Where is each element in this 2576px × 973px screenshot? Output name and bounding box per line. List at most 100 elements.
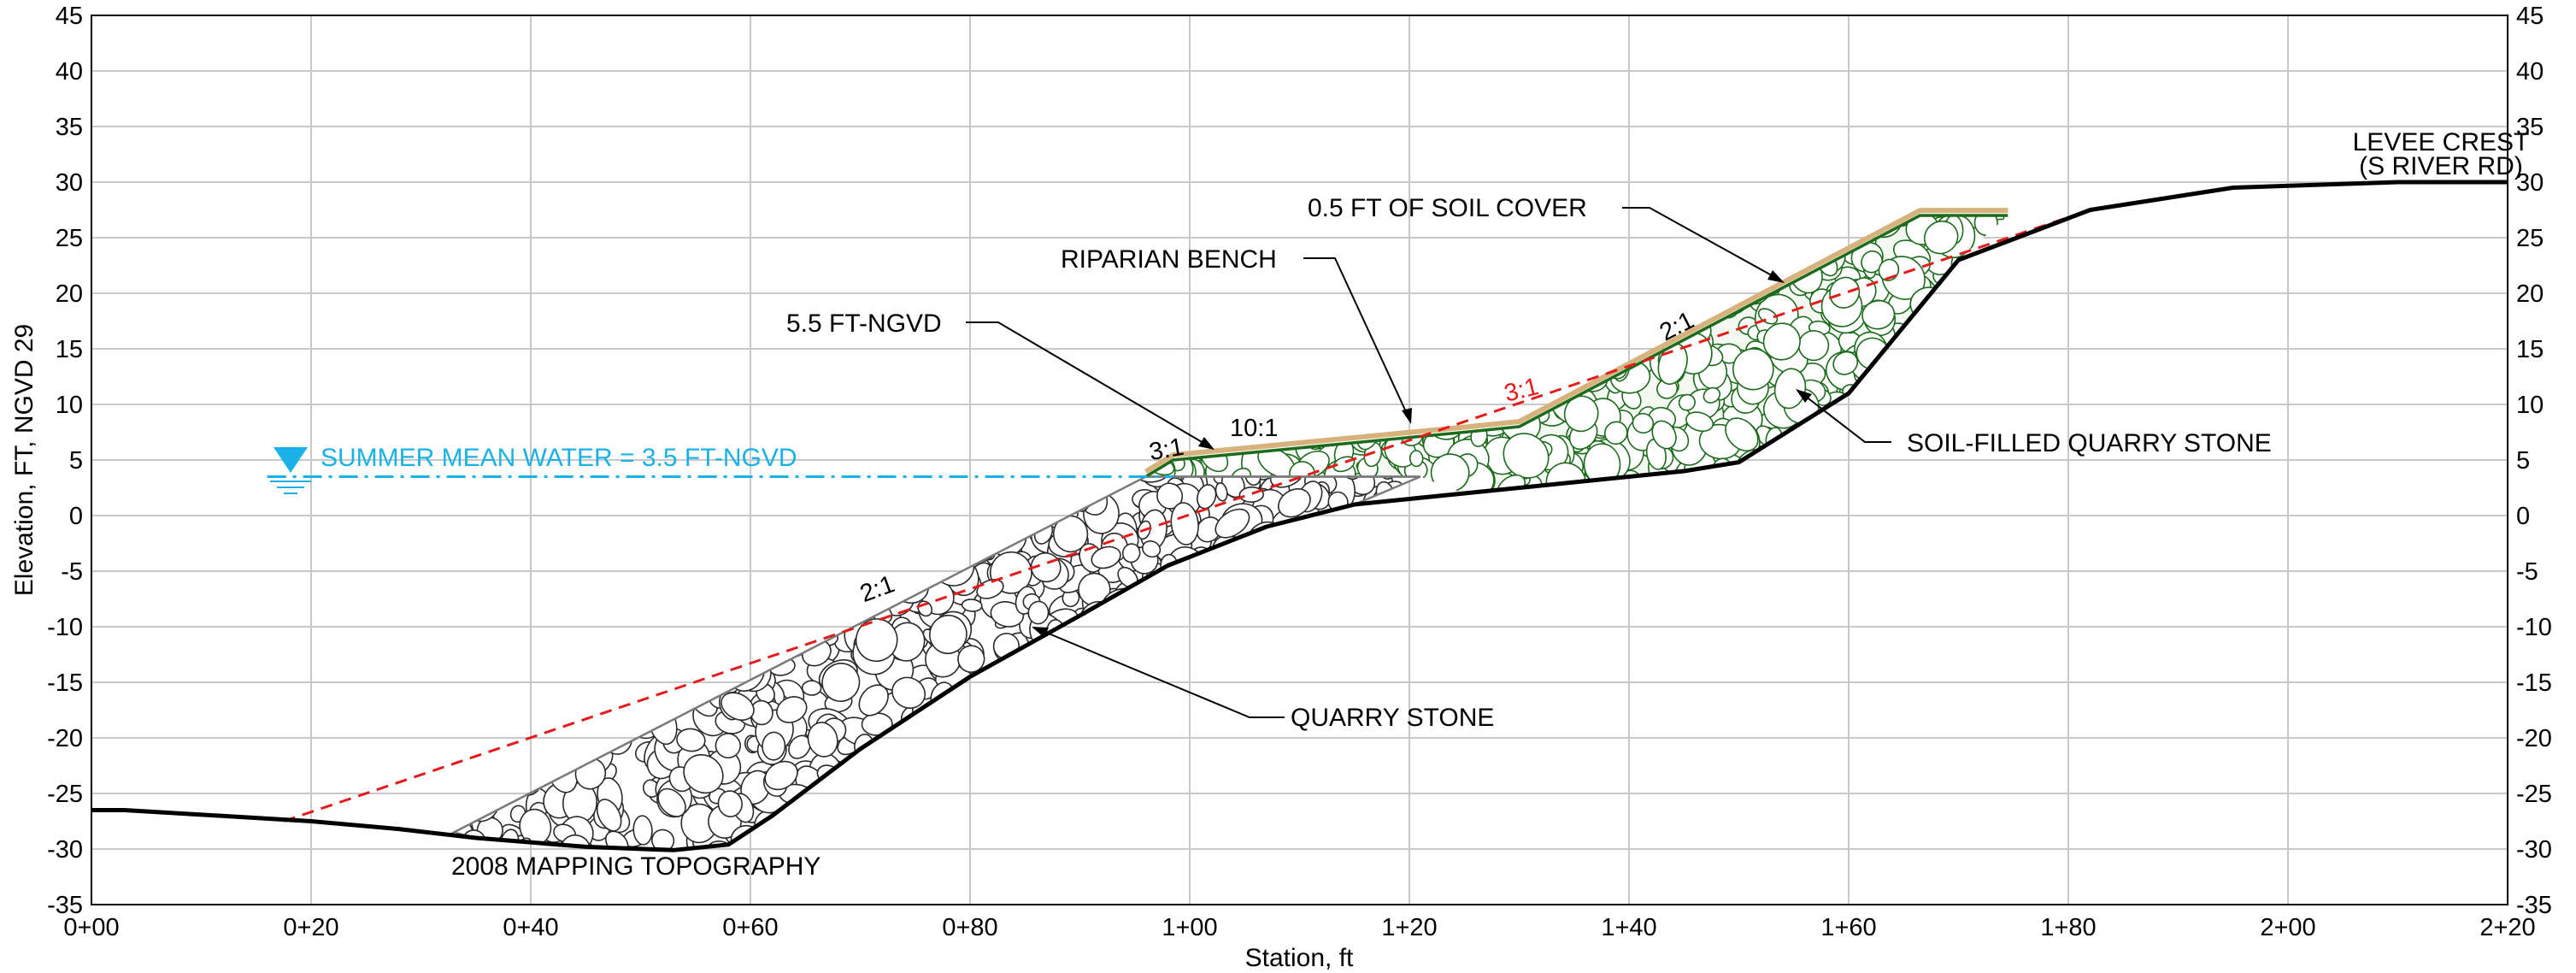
stone-icon <box>1148 763 1188 805</box>
stone-icon <box>1132 476 1173 483</box>
stone-icon <box>1531 313 1549 330</box>
stone-icon <box>718 639 755 663</box>
stone-icon <box>823 779 859 823</box>
stone-icon <box>1240 799 1281 838</box>
stone-icon <box>1355 742 1390 775</box>
stone-icon <box>901 812 933 839</box>
stone-icon <box>584 686 604 711</box>
stone-icon <box>1196 767 1214 788</box>
stone-icon <box>716 606 736 626</box>
stone-icon <box>1993 291 2008 333</box>
stone-icon <box>1148 817 1184 851</box>
stone-icon <box>914 813 935 831</box>
stone-icon <box>611 703 633 728</box>
y-tick-label-left: -25 <box>47 781 83 808</box>
stone-icon <box>1402 228 1420 253</box>
stone-icon <box>768 533 805 570</box>
stone-icon <box>1973 306 1987 323</box>
stone-icon <box>1223 842 1241 851</box>
stone-icon <box>1226 343 1244 370</box>
stone-icon <box>564 683 594 714</box>
x-tick-label: 0+00 <box>63 914 119 941</box>
stone-icon <box>1045 756 1076 785</box>
y-tick-label-right: 5 <box>2516 447 2530 475</box>
stone-icon <box>1429 244 1468 280</box>
stone-icon <box>1206 391 1231 421</box>
stone-icon <box>674 650 697 673</box>
stone-icon <box>1154 358 1176 379</box>
stone-icon <box>1231 215 1262 222</box>
stone-icon <box>972 497 1005 531</box>
stone-icon <box>1257 581 1291 613</box>
stone-icon <box>1227 840 1256 851</box>
stone-icon <box>839 816 862 840</box>
stone-icon <box>1369 579 1391 602</box>
stone-icon <box>454 539 464 572</box>
stone-icon <box>625 546 644 561</box>
stone-icon <box>1152 392 1193 429</box>
stone-icon <box>1173 363 1205 394</box>
stone-icon <box>1379 352 1415 393</box>
stone-icon <box>759 517 782 540</box>
stone-icon <box>1250 564 1278 593</box>
stone-icon <box>707 628 738 658</box>
stone-icon <box>1167 215 1197 238</box>
stone-icon <box>1404 741 1420 760</box>
stone-icon <box>1245 732 1276 764</box>
leader-lines <box>966 207 1891 718</box>
stone-icon <box>1178 652 1220 693</box>
stone-icon <box>1424 359 1449 383</box>
stone-icon <box>1214 508 1250 539</box>
stone-icon <box>1172 776 1189 789</box>
stone-icon <box>1368 765 1408 802</box>
stone-icon <box>1515 333 1529 354</box>
stone-icon <box>1503 433 1550 479</box>
stone-icon <box>1079 811 1122 851</box>
stone-icon <box>1170 710 1205 743</box>
stone-icon <box>520 516 552 550</box>
stone-icon <box>1211 800 1251 843</box>
stone-icon <box>1603 321 1620 340</box>
x-tick-label: 1+40 <box>1601 914 1656 941</box>
stone-icon <box>1408 797 1420 831</box>
stone-icon <box>885 476 921 484</box>
stone-icon <box>1309 646 1335 672</box>
stone-icon <box>958 781 992 813</box>
stone-icon <box>828 542 862 574</box>
stone-icon <box>1217 567 1242 592</box>
stone-icon <box>856 794 895 822</box>
stone-icon <box>1135 585 1166 623</box>
stone-icon <box>1379 646 1395 667</box>
stone-icon <box>565 594 587 616</box>
stone-icon <box>454 522 468 551</box>
stone-icon <box>1171 606 1202 641</box>
stone-icon <box>1002 481 1045 524</box>
stone-icon <box>820 516 841 539</box>
quarry-stone-leader <box>1038 628 1285 718</box>
y-tick-label-right: 40 <box>2516 58 2544 86</box>
stone-icon <box>1417 253 1444 276</box>
stone-icon <box>1191 319 1214 343</box>
stone-icon <box>418 699 457 739</box>
stone-icon <box>1447 408 1465 426</box>
y-tick-label-left: 35 <box>56 114 83 141</box>
stone-icon <box>645 492 677 524</box>
x-tick-label: 0+40 <box>503 914 558 941</box>
stone-icon <box>1161 837 1174 851</box>
stone-icon <box>1305 512 1345 551</box>
stone-icon <box>1226 286 1259 329</box>
stone-icon <box>803 483 828 508</box>
stone-icon <box>1330 262 1356 280</box>
stone-icon <box>1424 310 1445 341</box>
stone-icon <box>1094 687 1112 710</box>
stone-icon <box>1361 649 1378 665</box>
stone-icon <box>1328 310 1344 328</box>
stone-icon <box>672 612 694 639</box>
stone-icon <box>574 582 610 606</box>
stone-icon <box>1134 722 1162 750</box>
stone-icon <box>1285 568 1309 604</box>
stone-icon <box>603 550 635 582</box>
stone-icon <box>1878 384 1900 402</box>
stone-icon <box>1362 528 1401 563</box>
stone-icon <box>493 627 514 643</box>
